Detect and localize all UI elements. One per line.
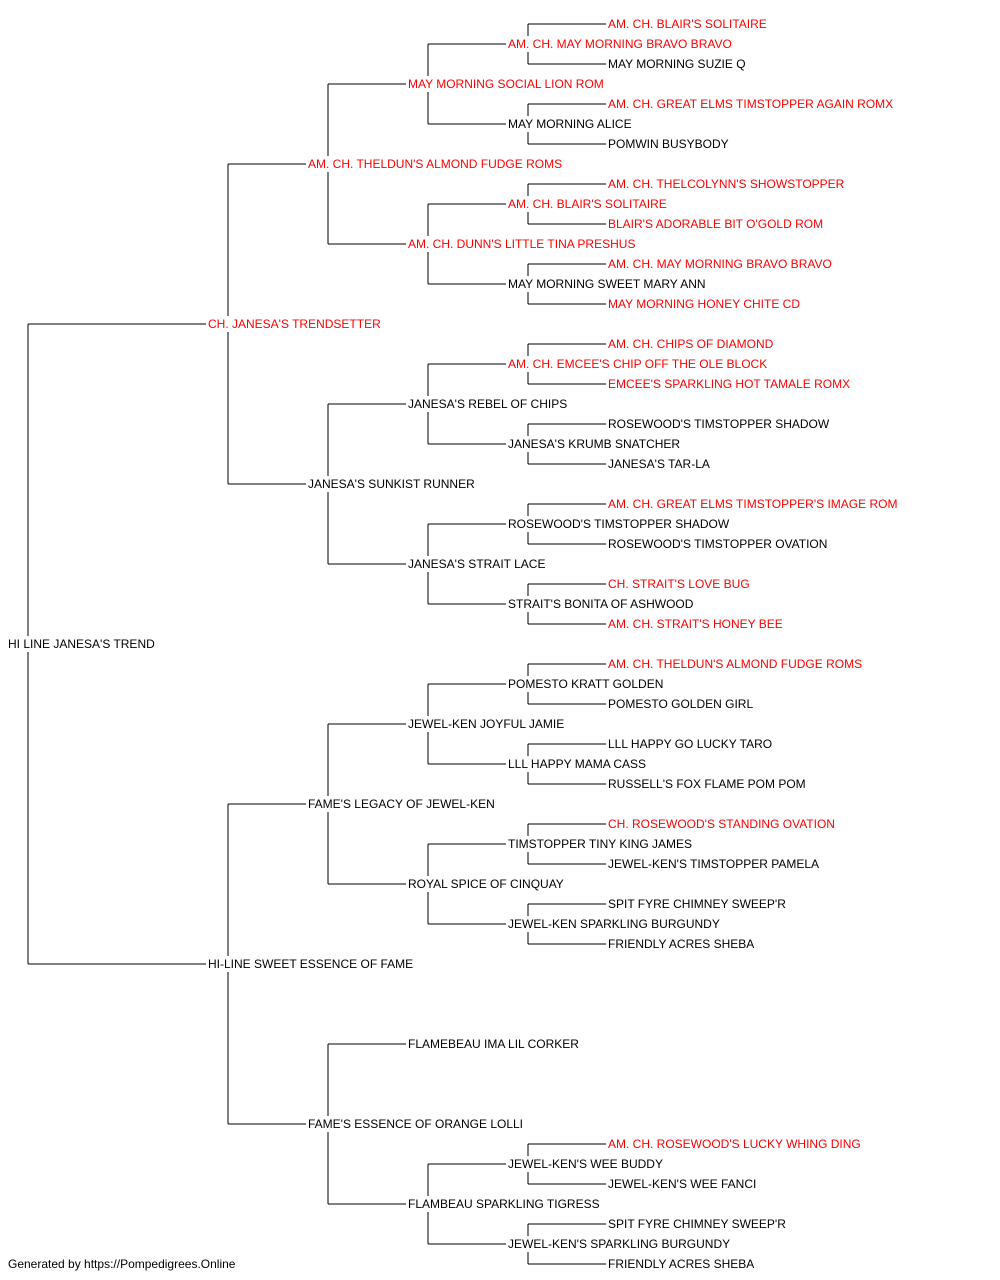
ancestor-name: FRIENDLY ACRES SHEBA <box>608 937 755 951</box>
ancestor-name: AM. CH. GREAT ELMS TIMSTOPPER AGAIN ROMX <box>608 97 894 111</box>
ancestor-name: FAME'S ESSENCE OF ORANGE LOLLI <box>308 1117 524 1131</box>
ancestor-name: JANESA'S REBEL OF CHIPS <box>408 397 568 411</box>
subject-dog-name: HI LINE JANESA'S TREND <box>8 637 155 651</box>
ancestor-name: ROSEWOOD'S TIMSTOPPER SHADOW <box>508 517 730 531</box>
ancestor-name: FLAMBEAU SPARKLING TIGRESS <box>408 1197 600 1211</box>
ancestor-name: AM. CH. EMCEE'S CHIP OFF THE OLE BLOCK <box>508 357 768 371</box>
ancestor-name: POMWIN BUSYBODY <box>608 137 729 151</box>
ancestor-name: CH. STRAIT'S LOVE BUG <box>608 577 750 591</box>
generated-by-footer: Generated by https://Pompedigrees.Online <box>8 1257 236 1271</box>
ancestor-name: POMESTO GOLDEN GIRL <box>608 697 754 711</box>
ancestor-name: MAY MORNING ALICE <box>508 117 632 131</box>
ancestor-name: EMCEE'S SPARKLING HOT TAMALE ROMX <box>608 377 851 391</box>
ancestor-name: AM. CH. STRAIT'S HONEY BEE <box>608 617 783 631</box>
ancestor-name: ROSEWOOD'S TIMSTOPPER OVATION <box>608 537 828 551</box>
ancestor-name: AM. CH. BLAIR'S SOLITAIRE <box>508 197 667 211</box>
ancestor-name: AM. CH. MAY MORNING BRAVO BRAVO <box>508 37 732 51</box>
ancestor-name: AM. CH. THELDUN'S ALMOND FUDGE ROMS <box>308 157 563 171</box>
ancestor-name: AM. CH. ROSEWOOD'S LUCKY WHING DING <box>608 1137 861 1151</box>
ancestor-name: AM. CH. CHIPS OF DIAMOND <box>608 337 774 351</box>
ancestor-name: AM. CH. THELDUN'S ALMOND FUDGE ROMS <box>608 657 863 671</box>
ancestor-name: FAME'S LEGACY OF JEWEL-KEN <box>308 797 495 811</box>
ancestor-name: JEWEL-KEN JOYFUL JAMIE <box>408 717 565 731</box>
ancestor-name: AM. CH. GREAT ELMS TIMSTOPPER'S IMAGE RO… <box>608 497 898 511</box>
ancestor-name: JEWEL-KEN'S WEE BUDDY <box>508 1157 663 1171</box>
ancestor-name: JANESA'S STRAIT LACE <box>408 557 546 571</box>
ancestor-name: MAY MORNING SUZIE Q <box>608 57 746 71</box>
ancestor-name: TIMSTOPPER TINY KING JAMES <box>508 837 693 851</box>
ancestor-name: MAY MORNING SWEET MARY ANN <box>508 277 706 291</box>
ancestor-name: JANESA'S KRUMB SNATCHER <box>508 437 681 451</box>
ancestor-name: MAY MORNING SOCIAL LION ROM <box>408 77 604 91</box>
ancestor-name: BLAIR'S ADORABLE BIT O'GOLD ROM <box>608 217 824 231</box>
ancestor-name: FRIENDLY ACRES SHEBA <box>608 1257 755 1271</box>
ancestor-name: MAY MORNING HONEY CHITE CD <box>608 297 801 311</box>
ancestor-name: POMESTO KRATT GOLDEN <box>508 677 664 691</box>
ancestor-name: CH. ROSEWOOD'S STANDING OVATION <box>608 817 835 831</box>
ancestor-name: SPIT FYRE CHIMNEY SWEEP'R <box>608 897 786 911</box>
ancestor-name: AM. CH. DUNN'S LITTLE TINA PRESHUS <box>408 237 636 251</box>
ancestor-name: LLL HAPPY MAMA CASS <box>508 757 647 771</box>
ancestor-name: JEWEL-KEN'S WEE FANCI <box>608 1177 757 1191</box>
ancestor-name: JEWEL-KEN'S SPARKLING BURGUNDY <box>508 1237 731 1251</box>
ancestor-name: LLL HAPPY GO LUCKY TARO <box>608 737 773 751</box>
ancestor-name: JANESA'S TAR-LA <box>608 457 710 471</box>
ancestor-name: JEWEL-KEN'S TIMSTOPPER PAMELA <box>608 857 820 871</box>
ancestor-name: JEWEL-KEN SPARKLING BURGUNDY <box>508 917 720 931</box>
ancestor-name: HI-LINE SWEET ESSENCE OF FAME <box>208 957 414 971</box>
ancestor-name: ROSEWOOD'S TIMSTOPPER SHADOW <box>608 417 830 431</box>
ancestor-name: CH. JANESA'S TRENDSETTER <box>208 317 381 331</box>
ancestor-name: STRAIT'S BONITA OF ASHWOOD <box>508 597 694 611</box>
ancestor-name: AM. CH. THELCOLYNN'S SHOWSTOPPER <box>608 177 845 191</box>
ancestor-name: SPIT FYRE CHIMNEY SWEEP'R <box>608 1217 786 1231</box>
ancestor-name: AM. CH. MAY MORNING BRAVO BRAVO <box>608 257 832 271</box>
ancestor-name: ROYAL SPICE OF CINQUAY <box>408 877 564 891</box>
ancestor-name: RUSSELL'S FOX FLAME POM POM <box>608 777 806 791</box>
ancestor-name: JANESA'S SUNKIST RUNNER <box>308 477 475 491</box>
ancestor-name: FLAMEBEAU IMA LIL CORKER <box>408 1037 579 1051</box>
ancestor-name: AM. CH. BLAIR'S SOLITAIRE <box>608 17 767 31</box>
